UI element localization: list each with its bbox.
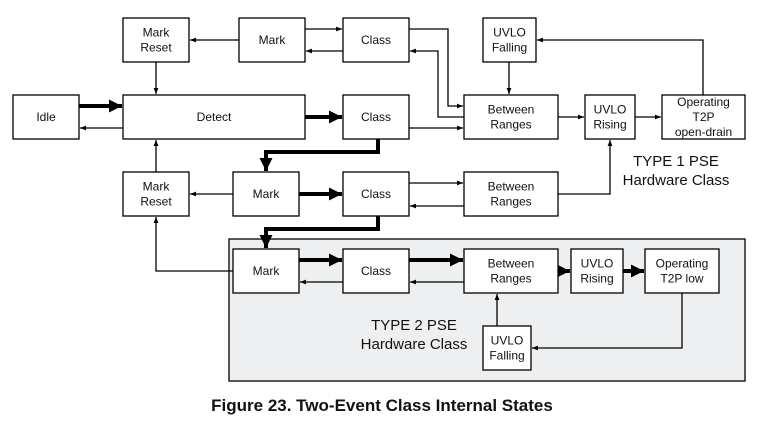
node-box — [232, 171, 300, 217]
node-box — [122, 17, 190, 63]
type2-label-line1: TYPE 2 PSE — [371, 317, 457, 334]
node-label: Ranges — [490, 272, 531, 286]
node-box — [482, 325, 532, 371]
node-box — [584, 94, 636, 140]
node-label: Falling — [489, 349, 524, 363]
node-box — [661, 94, 746, 140]
node-box — [122, 94, 306, 140]
edge-operating2-to-uvlofalling2 — [532, 293, 683, 351]
node-label: Between — [488, 103, 535, 117]
node-label: T2P low — [660, 272, 703, 286]
type1-label-line2: Hardware Class — [623, 172, 730, 189]
node-box — [644, 248, 720, 294]
node-label: Mark — [253, 264, 281, 278]
edge-betweenranges1-to-class1 — [410, 48, 464, 118]
node-label: Idle — [36, 110, 56, 124]
node-label: Between — [488, 257, 535, 271]
node-label: Operating — [677, 95, 730, 109]
node-box — [463, 248, 559, 294]
node-box — [342, 17, 410, 63]
figure-caption: Figure 23. Two-Event Class Internal Stat… — [211, 396, 553, 415]
node-mark-1: Mark — [238, 17, 306, 63]
edge-class2-to-mark2 — [259, 139, 380, 171]
node-label: UVLO — [581, 257, 614, 271]
node-label: Rising — [593, 118, 626, 132]
node-label: Between — [488, 180, 535, 194]
node-label: Detect — [197, 110, 232, 124]
edge-mark3-to-markreset2 — [153, 217, 233, 272]
node-box — [12, 94, 80, 140]
node-class-2: Class — [342, 94, 410, 140]
node-label: UVLO — [594, 103, 627, 117]
node-label: Mark — [253, 187, 281, 201]
node-label: UVLO — [493, 26, 526, 40]
node-box — [463, 171, 559, 217]
edge-class1-to-betweenranges1 — [409, 28, 463, 109]
node-mark-3: Mark — [232, 248, 300, 294]
node-label: Class — [361, 110, 391, 124]
node-label: Class — [361, 264, 391, 278]
edge-betweenranges2-to-uvlorising1 — [558, 140, 613, 195]
node-class-3: Class — [342, 171, 410, 217]
node-box — [342, 94, 410, 140]
edges — [79, 26, 704, 351]
node-label: Class — [361, 187, 391, 201]
node-box — [122, 171, 190, 217]
node-label: Mark — [143, 26, 171, 40]
node-box — [482, 17, 537, 63]
node-label: Ranges — [490, 118, 531, 132]
node-class-4: Class — [342, 248, 410, 294]
type1-label-line1: TYPE 1 PSE — [633, 153, 719, 170]
node-label: Mark — [259, 33, 287, 47]
node-box — [342, 171, 410, 217]
node-label: Reset — [140, 41, 172, 55]
node-box — [232, 248, 300, 294]
node-box — [570, 248, 624, 294]
node-class-1: Class — [342, 17, 410, 63]
node-box — [342, 248, 410, 294]
node-box — [463, 94, 559, 140]
node-label: open-drain — [675, 125, 732, 139]
node-mark-2: Mark — [232, 171, 300, 217]
node-label: Rising — [580, 272, 613, 286]
node-label: Reset — [140, 195, 172, 209]
node-idle: Idle — [12, 94, 80, 140]
node-detect: Detect — [122, 94, 306, 140]
edge-class3-to-mark3 — [259, 216, 380, 248]
edge-operating1-to-uvlofalling1 — [537, 37, 704, 95]
node-label: T2P — [692, 110, 714, 124]
node-label: Falling — [492, 41, 527, 55]
type2-label-line2: Hardware Class — [361, 336, 468, 353]
node-label: Operating — [656, 257, 709, 271]
node-label: Ranges — [490, 195, 531, 209]
node-label: Class — [361, 33, 391, 47]
node-box — [238, 17, 306, 63]
node-label: Mark — [143, 180, 171, 194]
node-label: UVLO — [491, 334, 524, 348]
